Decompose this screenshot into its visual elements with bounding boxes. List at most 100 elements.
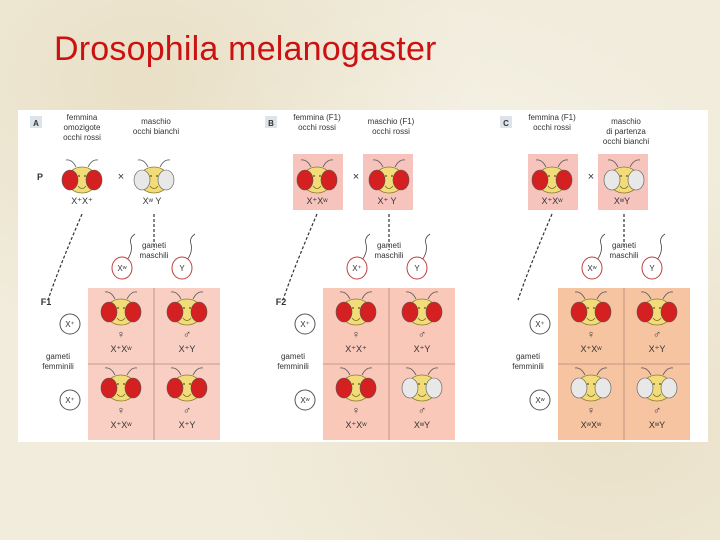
egg-cell [294,389,316,411]
fly-antenna [405,367,439,376]
parent-female-fly [296,159,338,194]
egg-cell [294,313,316,335]
fly-ocellus [319,175,321,177]
fly-eye-left [133,169,151,191]
panel-letter: B [268,119,274,128]
parent-male-genotype: Xʷ Y [143,196,162,206]
gamete-cell [171,256,193,280]
male-gamete-x: X⁺ [346,233,371,280]
fly-antenna [300,159,334,168]
gamete-label: Xʷ [587,264,596,273]
gamete-label: Xʷ [117,264,126,273]
parent-female-label: occhi rossi [298,123,336,132]
offspring-sex-symbol: ♀ [587,405,595,417]
fly-ocellus [391,175,393,177]
male-gamete-y: Y [641,233,666,280]
female-arrow [282,213,318,301]
fly-ocellus [424,307,426,309]
parent-male-fly [368,159,410,194]
offspring-genotype: X⁺Y [179,420,196,430]
offspring-genotype: X⁺Xʷ [580,344,602,354]
fly-mouth [384,185,394,189]
egg-cell [529,313,551,335]
female-gametes-label: femminili [277,362,309,371]
parent-female-genotype: X⁺Xʷ [541,196,563,206]
egg-cell [59,313,81,335]
male-gametes-label: maschili [610,251,639,260]
egg-label: X⁺ [535,320,545,329]
fly-eye-left [335,301,353,323]
fly-antenna [339,291,373,300]
offspring-sex-symbol: ♀ [352,405,360,417]
offspring-genotype: X⁺Y [414,344,431,354]
parent-female-fly [531,159,573,194]
fly-eye-left [368,169,386,191]
sperm-tail [126,233,136,261]
fly-antenna [104,291,138,300]
slide-title: Drosophila melanogaster [54,30,437,68]
egg-cell [529,389,551,411]
fly-antenna [405,291,439,300]
offspring-sex-symbol: ♂ [418,405,426,417]
fly-ocellus [659,307,661,309]
fly-mouth [351,317,361,321]
fly-ocellus [358,307,360,309]
fly-eye-right [425,301,443,323]
offspring-genotype: XʷXʷ [581,420,602,430]
offspring-fly [401,291,443,326]
fly-eye-right [124,377,142,399]
parent-female-label: femmina [67,113,98,122]
male-gamete-y: Y [171,233,196,280]
offspring-genotype: X⁺Xʷ [110,344,132,354]
fly-ocellus [352,307,354,309]
fly-mouth [312,185,322,189]
egg-cell [59,389,81,411]
fly-eye-left [296,169,314,191]
offspring-fly [335,291,377,326]
fly-ocellus [653,383,655,385]
fly-ocellus [385,175,387,177]
fly-ocellus [117,307,119,309]
egg-gamete: X⁺ [59,313,81,335]
female-arrow [517,213,553,301]
fly-antenna [535,159,569,168]
fly-mouth [417,317,427,321]
fly-ocellus [554,175,556,177]
offspring-genotype: XʷY [414,420,430,430]
fly-eye-left [570,301,588,323]
fly-ocellus [183,383,185,385]
fly-mouth [149,185,159,189]
offspring-sex-symbol: ♂ [653,329,661,341]
fly-ocellus [156,175,158,177]
egg-label: X⁺ [65,320,75,329]
egg-gamete: X⁺ [294,313,316,335]
fly-antenna [640,367,674,376]
fly-ocellus [123,307,125,309]
fly-eye-right [660,377,678,399]
sperm-tail [421,233,431,261]
cross-symbol: × [588,171,594,183]
fly-eye-left [401,301,419,323]
fly-eye-right [359,377,377,399]
gamete-cell [581,256,603,280]
fly-eye-left [166,377,184,399]
fly-antenna [607,159,641,168]
fly-eye-right [85,169,103,191]
fly-eye-right [392,169,410,191]
male-gametes-label: maschili [375,251,404,260]
fly-ocellus [84,175,86,177]
fly-mouth [182,317,192,321]
fly-mouth [547,185,557,189]
parent-male-fly [603,159,645,194]
fly-ocellus [587,307,589,309]
fly-eye-left [100,301,118,323]
female-gametes-label: femminili [512,362,544,371]
offspring-fly [636,291,678,326]
fly-ocellus [189,383,191,385]
gamete-cell [346,256,368,280]
parent-female-label: omozigote [64,123,101,132]
fly-eye-right [320,169,338,191]
parent-female-label: occhi rossi [63,133,101,142]
offspring-generation-label: F1 [41,297,52,307]
